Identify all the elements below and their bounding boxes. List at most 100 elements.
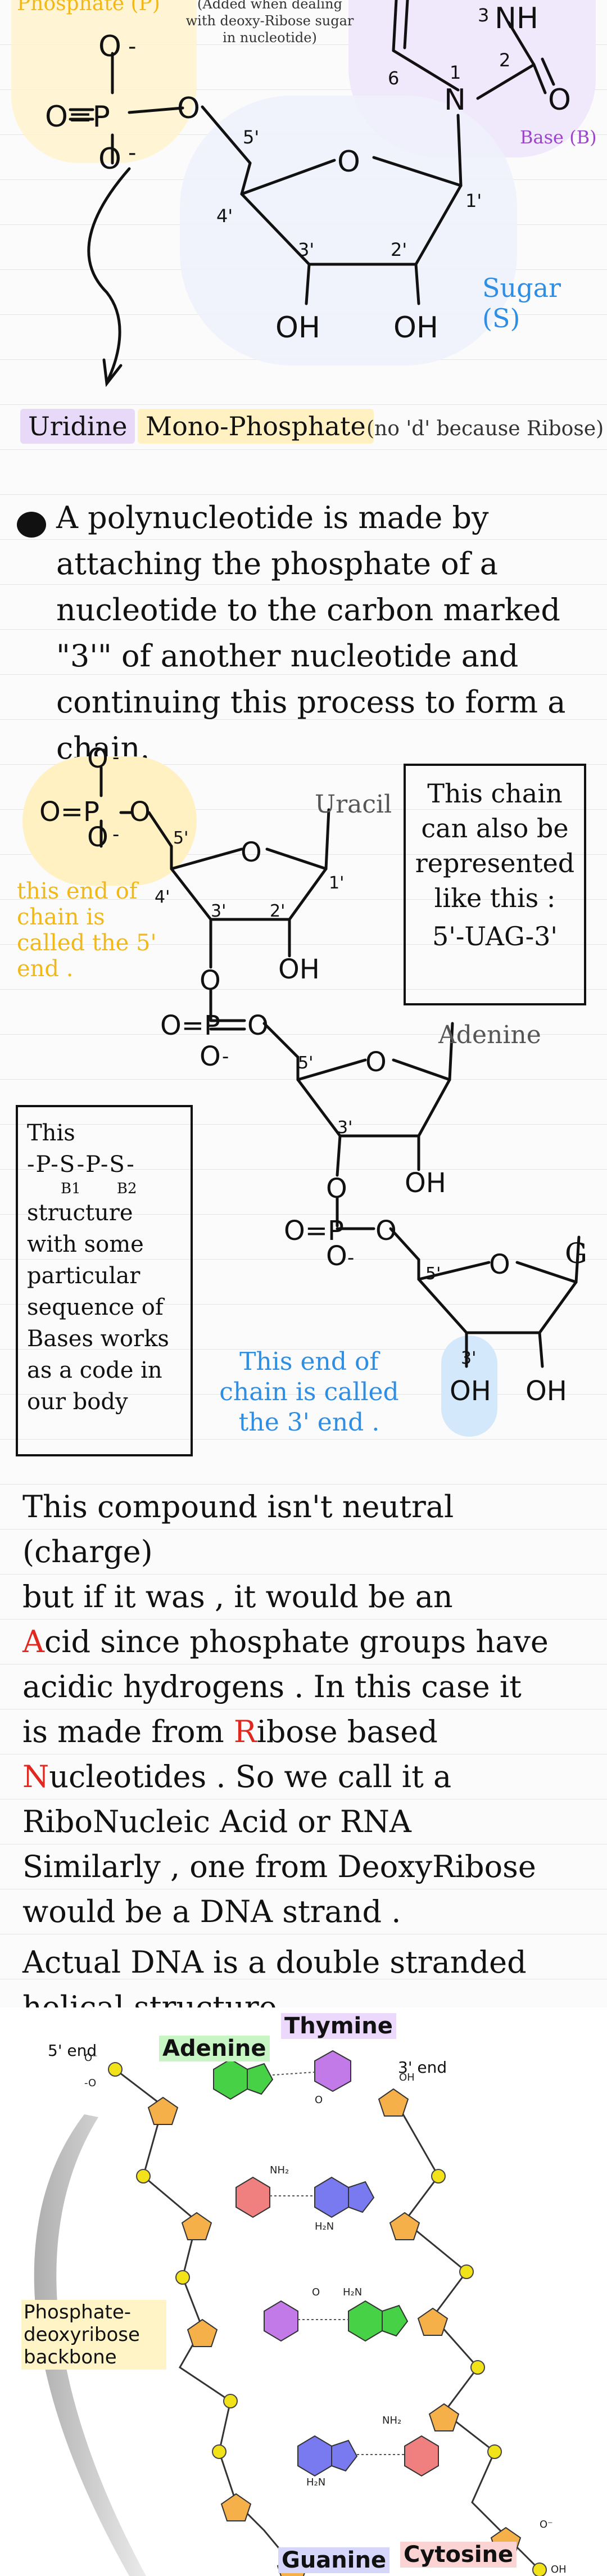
svg-text:OH: OH: [405, 1167, 446, 1199]
svg-text:O: O: [177, 92, 200, 125]
three-end-note: This end of chain is called the 3' end .: [219, 1347, 399, 1437]
added-note: (Added when dealing with deoxy-Ribose su…: [185, 0, 354, 46]
nucleotide-structure-diagram: O - O=P O - O O N NH O OH OH 3 2 6 1 5' …: [45, 0, 571, 387]
code-structure-box: This -P-S-P-S- B1 B2 structure with some…: [16, 1105, 193, 1456]
svg-text:NH₂: NH₂: [270, 2164, 289, 2176]
svg-text:O: O: [326, 1240, 347, 1272]
svg-text:2': 2': [270, 901, 285, 921]
acid-line-7: RiboNucleic Acid or RNA: [22, 1804, 411, 1839]
svg-text:-: -: [222, 1045, 229, 1068]
svg-text:3: 3: [478, 4, 489, 26]
phosphate-label: Phosphate (P): [17, 0, 160, 15]
svg-text:H₂N: H₂N: [343, 2286, 362, 2298]
svg-text:OH: OH: [399, 2072, 415, 2083]
svg-text:O: O: [129, 796, 151, 828]
svg-text:OH: OH: [393, 311, 438, 345]
code-box-text: structure with some particular sequence …: [27, 1200, 169, 1415]
svg-text:-: -: [112, 823, 119, 846]
svg-text:6: 6: [388, 67, 399, 89]
acid-line-6: Nucleotides . So we call it a: [22, 1759, 452, 1794]
chain-box-text: This chain can also be represented like …: [415, 778, 575, 913]
uridine-tag: Uridine: [20, 409, 135, 444]
yellow-highlight-5end: [22, 756, 197, 886]
svg-text:O=P: O=P: [160, 1010, 220, 1041]
svg-text:O: O: [326, 1173, 347, 1204]
acid-line-2: but if it was , it would be an: [22, 1579, 453, 1614]
base-label: Base (B): [520, 127, 597, 148]
svg-text:5': 5': [425, 1264, 441, 1284]
svg-text:O: O: [337, 145, 360, 179]
svg-text:O: O: [87, 822, 108, 853]
blue-highlight-sugar: [180, 96, 517, 366]
svg-text:OH: OH: [526, 1375, 567, 1407]
acid-line-10: Actual DNA is a double stranded: [22, 1945, 527, 1980]
svg-text:O: O: [200, 1041, 221, 1072]
svg-text:-O: -O: [84, 2077, 96, 2089]
acid-letter-n: N: [22, 1759, 49, 1794]
svg-text:5': 5': [243, 127, 259, 148]
svg-text:1': 1': [329, 873, 344, 893]
dna-five-end-label: 5' end: [48, 2041, 97, 2060]
svg-text:OH: OH: [278, 954, 320, 985]
svg-text:O: O: [98, 142, 121, 176]
no-d-note: (no 'd' because Ribose): [366, 417, 604, 440]
sugar-label: Sugar (S): [482, 273, 561, 333]
svg-text:NH₂: NH₂: [382, 2415, 401, 2426]
code-box-title: This: [27, 1120, 75, 1146]
chain-structure-diagram: O- O=P O- O O OH O O=P O- O O OH O O=P O…: [39, 743, 581, 1407]
oxygen-top-label: O: [98, 30, 121, 64]
acid-paragraph: This compound isn't neutral (charge) but…: [22, 1485, 590, 2030]
svg-text:-: -: [128, 140, 136, 166]
dna-guanine-label: Guanine: [278, 2547, 390, 2573]
svg-text:O: O: [87, 743, 108, 774]
svg-text:4': 4': [216, 205, 233, 227]
code-box-sequence: -P-S-P-S-: [27, 1152, 135, 1178]
svg-text:-: -: [112, 746, 119, 769]
svg-text:3': 3': [211, 901, 226, 921]
chain-sequence: 5'-UAG-3': [432, 921, 558, 951]
bullet-dot: [17, 512, 46, 538]
svg-text:5': 5': [298, 1053, 313, 1073]
svg-text:3': 3': [298, 239, 314, 260]
svg-text:O⁻: O⁻: [84, 2052, 98, 2064]
dna-three-end-label: 3' end: [398, 2058, 447, 2077]
acid-line-4: acidic hydrogens . In this case it: [22, 1669, 522, 1704]
svg-text:3': 3': [337, 1118, 352, 1138]
chain-representation-box: This chain can also be represented like …: [404, 764, 586, 1005]
svg-text:1': 1': [465, 190, 482, 211]
acid-line-5: is made from Ribose based: [22, 1714, 438, 1749]
svg-text:2: 2: [499, 49, 510, 71]
acid-line-9: would be a DNA strand .: [22, 1894, 401, 1929]
adenine-label: Adenine: [438, 1021, 541, 1049]
code-box-b1: B1: [61, 1180, 81, 1197]
svg-text:H₂N: H₂N: [306, 2476, 325, 2488]
acid-letter-r: R: [233, 1714, 257, 1749]
svg-text:-: -: [128, 34, 136, 60]
svg-text:2': 2': [391, 239, 407, 260]
svg-text:O: O: [315, 2094, 323, 2106]
svg-text:3': 3': [461, 1348, 476, 1368]
blue-highlight-3end: [441, 1336, 497, 1437]
svg-text:O: O: [548, 83, 571, 117]
code-box-b2: B2: [116, 1180, 137, 1197]
svg-text:O=P: O=P: [39, 796, 99, 828]
svg-text:1: 1: [450, 62, 461, 83]
dna-adenine-label: Adenine: [159, 2036, 270, 2061]
svg-text:OH: OH: [450, 1375, 491, 1407]
svg-text:O: O: [365, 1046, 387, 1078]
svg-text:O: O: [241, 837, 262, 868]
acid-line-8: Similarly , one from DeoxyRibose: [22, 1849, 536, 1884]
svg-text:O: O: [312, 2286, 320, 2298]
monophosphate-tag: Mono-Phosphate: [138, 409, 374, 444]
svg-text:H₂N: H₂N: [315, 2221, 334, 2232]
uracil-label: Uracil: [315, 790, 392, 819]
svg-text:OH: OH: [275, 311, 320, 345]
svg-text:NH: NH: [495, 2, 538, 35]
five-end-note: this end of chain is called the 5' end .: [17, 878, 157, 982]
yellow-highlight-phosphate: [11, 0, 197, 163]
svg-text:O⁻: O⁻: [540, 2519, 553, 2530]
acid-letter-a: A: [22, 1624, 44, 1659]
svg-text:4': 4': [155, 887, 170, 907]
svg-text:O: O: [375, 1215, 397, 1247]
